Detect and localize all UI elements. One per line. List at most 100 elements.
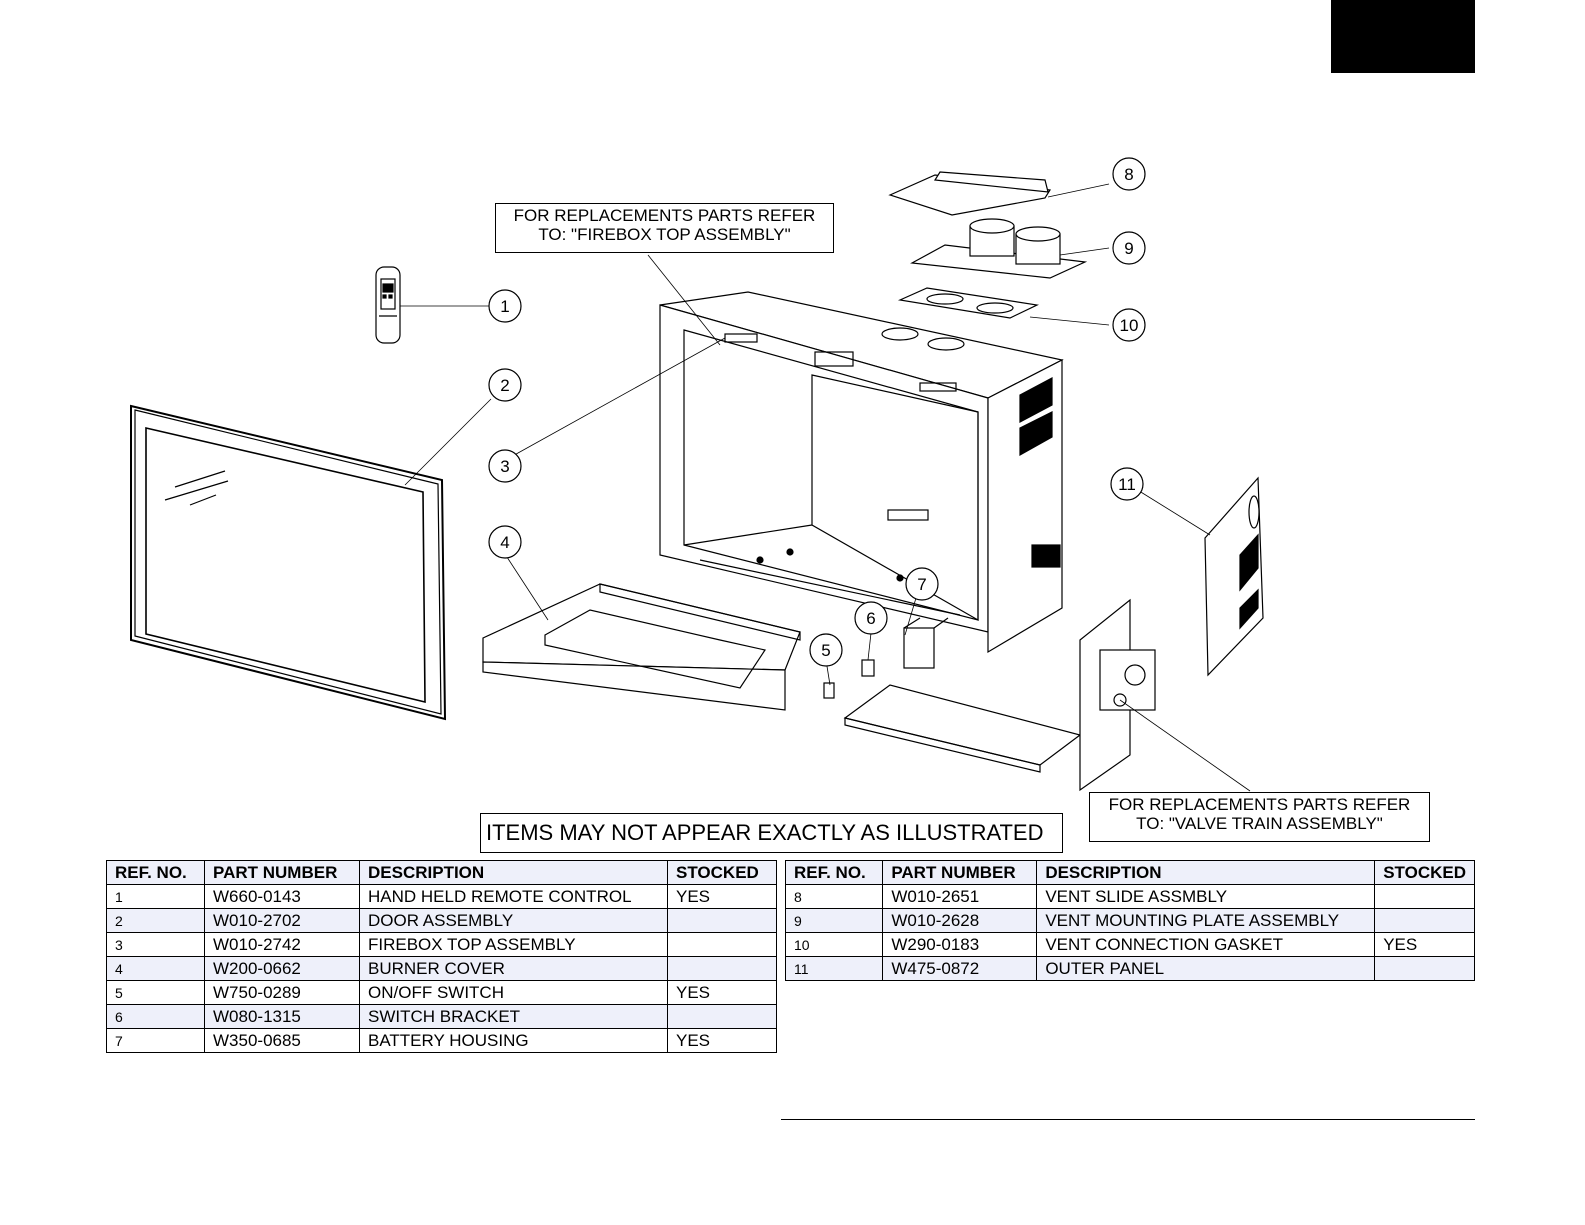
callout-label-5: 5 bbox=[821, 641, 830, 660]
ref-no-cell: 3 bbox=[106, 932, 205, 957]
callout-3 bbox=[488, 449, 522, 483]
parts-table-left: REF. NO. PART NUMBER DESCRIPTION STOCKED… bbox=[106, 860, 777, 1053]
stocked-cell bbox=[667, 908, 777, 933]
callout-label-2: 2 bbox=[500, 376, 509, 395]
callout-4 bbox=[488, 525, 522, 559]
firebox-top-note-line2: TO: "FIREBOX TOP ASSEMBLY" bbox=[538, 225, 791, 244]
burner-cover-drawing bbox=[482, 583, 801, 711]
header-description: DESCRIPTION bbox=[359, 860, 668, 885]
table-row: 1 W660-0143 HAND HELD REMOTE CONTROL YES bbox=[106, 884, 777, 909]
ref-no-cell: 10 bbox=[784, 932, 884, 957]
remote-control-drawing bbox=[375, 266, 401, 344]
callout-label-8: 8 bbox=[1124, 165, 1133, 184]
callout-7 bbox=[905, 567, 939, 601]
ref-no-cell: 5 bbox=[106, 980, 205, 1005]
part-number-cell: W010-2651 bbox=[882, 884, 1038, 909]
header-stocked: STOCKED bbox=[1374, 860, 1475, 885]
stocked-cell bbox=[1374, 884, 1475, 909]
description-cell: VENT CONNECTION GASKET bbox=[1036, 932, 1376, 957]
stocked-cell: YES bbox=[667, 1028, 777, 1053]
callout-label-3: 3 bbox=[500, 457, 509, 476]
switch-parts-drawing bbox=[823, 617, 949, 699]
valve-train-reference-note: FOR REPLACEMENTS PARTS REFER TO: "VALVE … bbox=[1089, 792, 1430, 842]
callout-9 bbox=[1112, 231, 1146, 265]
stocked-cell bbox=[1374, 908, 1475, 933]
description-cell: FIREBOX TOP ASSEMBLY bbox=[359, 932, 668, 957]
callout-11 bbox=[1110, 467, 1144, 501]
header-ref-no: REF. NO. bbox=[106, 860, 205, 885]
callout-circles bbox=[488, 157, 1146, 667]
table-row: 9 W010-2628 VENT MOUNTING PLATE ASSEMBLY bbox=[784, 908, 1475, 933]
outer-panel-drawing bbox=[1204, 476, 1264, 677]
table-row: 2 W010-2702 DOOR ASSEMBLY bbox=[106, 908, 777, 933]
stocked-cell: YES bbox=[667, 980, 777, 1005]
callout-numbers: 1 2 3 4 5 6 7 8 9 10 11 bbox=[500, 165, 1138, 660]
callout-label-4: 4 bbox=[500, 533, 509, 552]
vent-mounting-plate-drawing bbox=[910, 218, 1088, 279]
stocked-cell: YES bbox=[667, 884, 777, 909]
door-assembly-drawing bbox=[130, 404, 447, 721]
header-ref-no: REF. NO. bbox=[784, 860, 884, 885]
description-cell: BATTERY HOUSING bbox=[359, 1028, 668, 1053]
description-cell: VENT MOUNTING PLATE ASSEMBLY bbox=[1036, 908, 1376, 933]
table-header-row: REF. NO. PART NUMBER DESCRIPTION STOCKED bbox=[106, 860, 777, 885]
header-stocked: STOCKED bbox=[667, 860, 777, 885]
table-row: 7 W350-0685 BATTERY HOUSING YES bbox=[106, 1028, 777, 1053]
table-row: 8 W010-2651 VENT SLIDE ASSMBLY bbox=[784, 884, 1475, 909]
table-row: 6 W080-1315 SWITCH BRACKET bbox=[106, 1004, 777, 1029]
table-header-row: REF. NO. PART NUMBER DESCRIPTION STOCKED bbox=[784, 860, 1475, 885]
parts-table-right: REF. NO. PART NUMBER DESCRIPTION STOCKED… bbox=[784, 860, 1475, 981]
callout-2 bbox=[488, 368, 522, 402]
part-number-cell: W010-2702 bbox=[204, 908, 360, 933]
stocked-cell bbox=[667, 956, 777, 981]
callout-1 bbox=[488, 289, 522, 323]
callout-label-9: 9 bbox=[1124, 239, 1133, 258]
callout-label-10: 10 bbox=[1120, 316, 1139, 335]
footer-divider bbox=[781, 1119, 1475, 1120]
callout-label-1: 1 bbox=[500, 297, 509, 316]
stocked-cell bbox=[667, 932, 777, 957]
valve-train-drawing bbox=[843, 598, 1156, 792]
table-row: 5 W750-0289 ON/OFF SWITCH YES bbox=[106, 980, 777, 1005]
stocked-cell bbox=[667, 1004, 777, 1029]
illustration-disclaimer: ITEMS MAY NOT APPEAR EXACTLY AS ILLUSTRA… bbox=[480, 813, 1063, 853]
stocked-cell bbox=[1374, 956, 1475, 981]
firebox-top-note-line1: FOR REPLACEMENTS PARTS REFER bbox=[513, 206, 816, 225]
description-cell: OUTER PANEL bbox=[1036, 956, 1376, 981]
firebox-body-drawing bbox=[659, 291, 1064, 654]
part-number-cell: W475-0872 bbox=[882, 956, 1038, 981]
ref-no-cell: 6 bbox=[106, 1004, 205, 1029]
part-number-cell: W010-2742 bbox=[204, 932, 360, 957]
callout-10 bbox=[1112, 308, 1146, 342]
part-number-cell: W750-0289 bbox=[204, 980, 360, 1005]
part-number-cell: W290-0183 bbox=[882, 932, 1038, 957]
ref-no-cell: 4 bbox=[106, 956, 205, 981]
part-number-cell: W660-0143 bbox=[204, 884, 360, 909]
table-row: 10 W290-0183 VENT CONNECTION GASKET YES bbox=[784, 932, 1475, 957]
description-cell: ON/OFF SWITCH bbox=[359, 980, 668, 1005]
ref-no-cell: 7 bbox=[106, 1028, 205, 1053]
ref-no-cell: 2 bbox=[106, 908, 205, 933]
callout-8 bbox=[1112, 157, 1146, 191]
stocked-cell: YES bbox=[1374, 932, 1475, 957]
table-row: 4 W200-0662 BURNER COVER bbox=[106, 956, 777, 981]
description-cell: HAND HELD REMOTE CONTROL bbox=[359, 884, 668, 909]
description-cell: DOOR ASSEMBLY bbox=[359, 908, 668, 933]
header-part-number: PART NUMBER bbox=[204, 860, 360, 885]
description-cell: SWITCH BRACKET bbox=[359, 1004, 668, 1029]
corner-tab-block bbox=[1331, 0, 1475, 73]
header-description: DESCRIPTION bbox=[1036, 860, 1376, 885]
callout-label-6: 6 bbox=[866, 609, 875, 628]
callout-6 bbox=[854, 601, 888, 635]
ref-no-cell: 9 bbox=[784, 908, 884, 933]
vent-slide-drawing bbox=[888, 171, 1052, 216]
firebox-top-reference-note: FOR REPLACEMENTS PARTS REFER TO: "FIREBO… bbox=[495, 203, 834, 253]
ref-no-cell: 1 bbox=[106, 884, 205, 909]
valve-train-note-line1: FOR REPLACEMENTS PARTS REFER bbox=[1108, 795, 1411, 814]
ref-no-cell: 11 bbox=[784, 956, 884, 981]
vent-gasket-drawing bbox=[897, 287, 1040, 319]
valve-train-note-line2: TO: "VALVE TRAIN ASSEMBLY" bbox=[1136, 814, 1383, 833]
callout-label-11: 11 bbox=[1118, 475, 1136, 494]
part-number-cell: W010-2628 bbox=[882, 908, 1038, 933]
